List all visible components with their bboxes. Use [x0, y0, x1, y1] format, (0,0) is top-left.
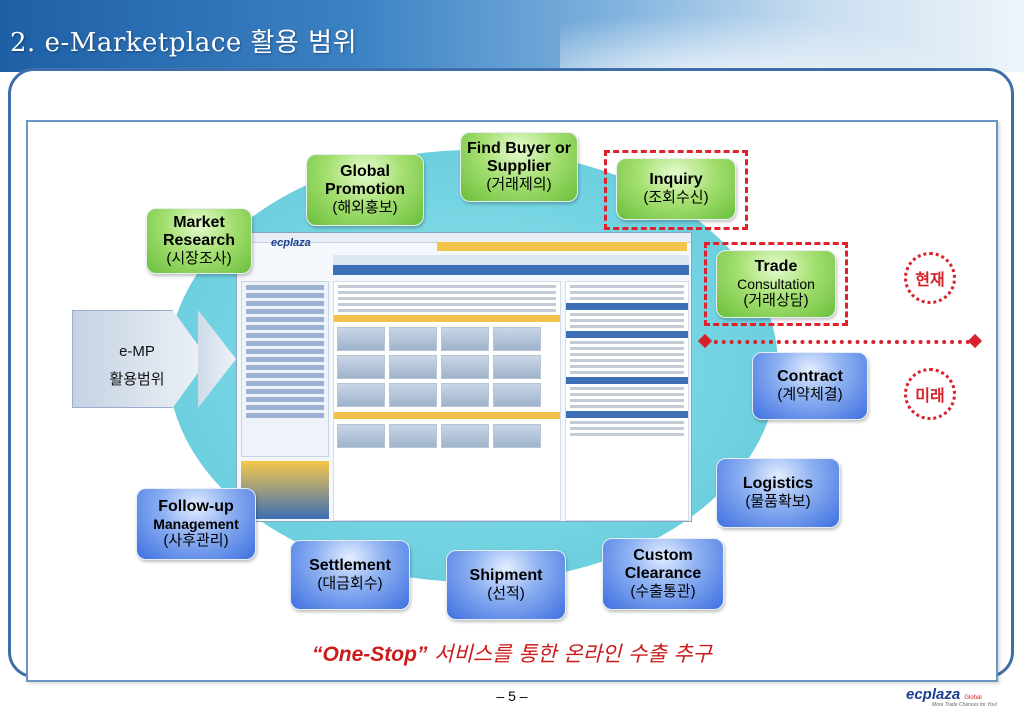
emp-label-line1: e-MP	[119, 343, 155, 360]
find-buyer-bubble: Find Buyer or Supplier (거래제의)	[460, 132, 578, 202]
header-band	[0, 0, 1024, 72]
trade-consultation-sub: Consultation	[737, 276, 815, 292]
page-number: – 5 –	[496, 688, 528, 704]
footer-logo-text: ecplaza	[906, 686, 961, 703]
logistics-bubble: Logistics (물품확보)	[716, 458, 840, 528]
screenshot-right-column	[565, 281, 689, 521]
custom-clearance-bubble: Custom Clearance (수출통관)	[602, 538, 724, 610]
trade-consultation-bubble: Trade Consultation (거래상담)	[716, 250, 836, 318]
global-promotion-ko: (해외홍보)	[332, 199, 398, 216]
follow-up-title: Follow-up	[158, 498, 234, 515]
find-buyer-ko: (거래제의)	[486, 176, 552, 193]
follow-up-bubble: Follow-up Management (사후관리)	[136, 488, 256, 560]
settlement-bubble: Settlement (대금회수)	[290, 540, 410, 610]
shipment-ko: (선적)	[487, 585, 525, 602]
find-buyer-title: Find Buyer or Supplier	[467, 140, 572, 175]
marketplace-screenshot: ecplaza	[236, 232, 692, 522]
logistics-title: Logistics	[742, 475, 814, 492]
emp-label: e-MP 활용범위	[72, 338, 202, 394]
screenshot-search-bar	[333, 265, 689, 275]
follow-up-sub: Management	[153, 516, 239, 532]
slogan-ko: 서비스를 통한 온라인 수출 추구	[427, 642, 713, 666]
screenshot-sidebar	[241, 281, 329, 457]
trade-consultation-title: Trade	[754, 258, 798, 275]
screenshot-main	[333, 281, 561, 521]
emp-label-line2: 활용범위	[109, 371, 165, 388]
slogan-en: “One-Stop”	[311, 643, 428, 666]
market-research-bubble: Market Research (시장조사)	[146, 208, 252, 274]
settlement-ko: (대금회수)	[317, 575, 383, 592]
inquiry-title: Inquiry	[649, 171, 703, 188]
footer-tagline: More Trade Chances for You!	[932, 702, 998, 708]
screenshot-nav	[437, 242, 687, 251]
present-label: 현재	[904, 252, 956, 304]
custom-clearance-ko: (수출통관)	[630, 583, 696, 600]
follow-up-ko: (사후관리)	[163, 532, 229, 549]
market-research-title: Market Research	[162, 214, 236, 249]
header-wave-decoration	[560, 0, 1024, 72]
future-label: 미래	[904, 368, 956, 420]
slide-title: 2. e-Marketplace 활용 범위	[10, 28, 358, 58]
screenshot-logo: ecplaza	[271, 237, 311, 249]
contract-ko: (계약체결)	[777, 386, 843, 403]
contract-bubble: Contract (계약체결)	[752, 352, 868, 420]
trade-consultation-ko: (거래상담)	[743, 292, 809, 309]
footer-logo: ecplaza Global	[906, 686, 982, 703]
inquiry-ko: (조회수신)	[643, 189, 709, 206]
logistics-ko: (물품확보)	[745, 493, 811, 510]
slogan: “One-Stop” 서비스를 통한 온라인 수출 추구	[0, 638, 1024, 668]
contract-title: Contract	[777, 368, 843, 385]
shipment-title: Shipment	[469, 567, 543, 584]
screenshot-tabs	[333, 255, 689, 265]
trade-consultation-highlight	[704, 242, 848, 326]
shipment-bubble: Shipment (선적)	[446, 550, 566, 620]
inquiry-highlight	[604, 150, 748, 230]
market-research-ko: (시장조사)	[166, 250, 232, 267]
inquiry-bubble: Inquiry (조회수신)	[616, 158, 736, 220]
global-promotion-bubble: Global Promotion (해외홍보)	[306, 154, 424, 226]
global-promotion-title: Global Promotion	[325, 163, 405, 198]
settlement-title: Settlement	[309, 557, 391, 574]
footer-logo-small: Global	[964, 695, 982, 701]
present-future-divider	[706, 340, 978, 344]
custom-clearance-title: Custom Clearance	[624, 547, 702, 582]
